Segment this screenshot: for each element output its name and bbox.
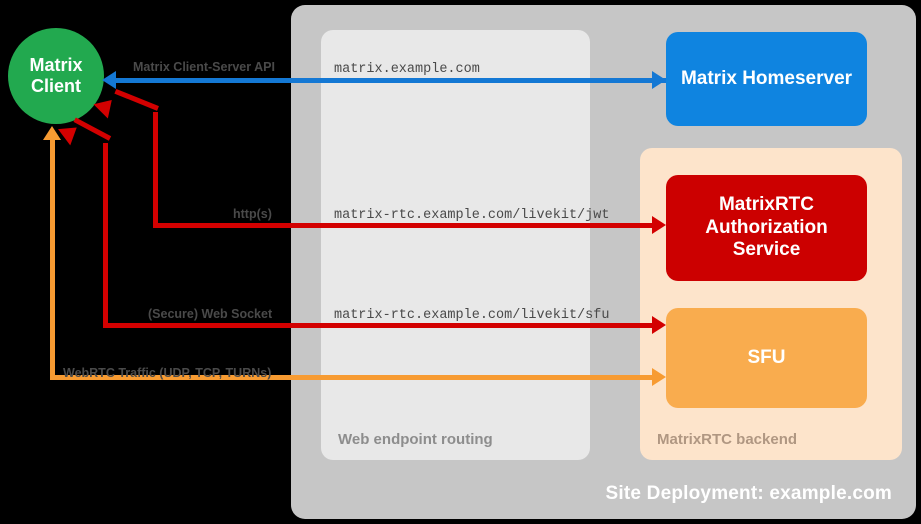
edge-websocket-endpoint-label: matrix-rtc.example.com/livekit/sfu (334, 308, 610, 323)
edge-jwt-vertical-line (153, 112, 158, 225)
auth-label-line1: MatrixRTC (718, 193, 814, 215)
edge-client-server-api-endpoint-label: matrix.example.com (334, 62, 480, 77)
edge-webrtc-protocol-label: WebRTC Traffic (UDP, TCP, TURNs) (63, 366, 272, 380)
edge-webrtc-arrowhead-sfu (652, 368, 666, 386)
edge-webrtc-horizontal-line (50, 375, 652, 380)
matrix-client-label-line2: Client (30, 76, 81, 96)
edge-websocket-vertical-line (103, 143, 108, 325)
node-matrixrtc-authorization-service[interactable]: MatrixRTC Authorization Service (666, 175, 867, 281)
node-matrix-client[interactable]: Matrix Client (8, 28, 104, 124)
auth-label-line2: Authorization (705, 216, 828, 238)
edge-client-server-api-arrowhead-right (652, 71, 666, 89)
edge-jwt-arrowhead-client (91, 96, 112, 119)
edge-websocket-diagonal-line (73, 117, 112, 141)
edge-webrtc-vertical-line (50, 140, 55, 378)
edge-jwt-endpoint-label: matrix-rtc.example.com/livekit/jwt (334, 208, 610, 223)
edge-jwt-diagonal-line (114, 88, 159, 111)
edge-websocket-arrowhead-sfu (652, 316, 666, 334)
container-web-endpoint-routing: Web endpoint routing (321, 30, 590, 460)
node-sfu[interactable]: SFU (666, 308, 867, 408)
edge-jwt-protocol-label: http(s) (233, 207, 272, 221)
matrix-client-label-line1: Matrix (29, 54, 83, 75)
matrixrtc-backend-label: MatrixRTC backend (657, 431, 798, 448)
site-deployment-label: Site Deployment: example.com (605, 483, 892, 504)
edge-jwt-arrowhead-auth (652, 216, 666, 234)
edge-websocket-horizontal-line (103, 323, 652, 328)
edge-client-server-api-line (116, 78, 666, 83)
edge-client-server-api-arrowhead-left (102, 71, 116, 89)
web-endpoint-routing-label: Web endpoint routing (338, 431, 493, 448)
node-matrix-homeserver[interactable]: Matrix Homeserver (666, 32, 867, 126)
auth-label-line3: Service (732, 239, 801, 261)
edge-jwt-horizontal-line (153, 223, 652, 228)
edge-websocket-protocol-label: (Secure) Web Socket (148, 307, 273, 321)
edge-client-server-api-protocol-label: Matrix Client-Server API (133, 60, 275, 74)
edge-webrtc-arrowhead-client (43, 126, 61, 140)
matrix-homeserver-label: Matrix Homeserver (680, 67, 853, 89)
sfu-label: SFU (747, 346, 786, 368)
